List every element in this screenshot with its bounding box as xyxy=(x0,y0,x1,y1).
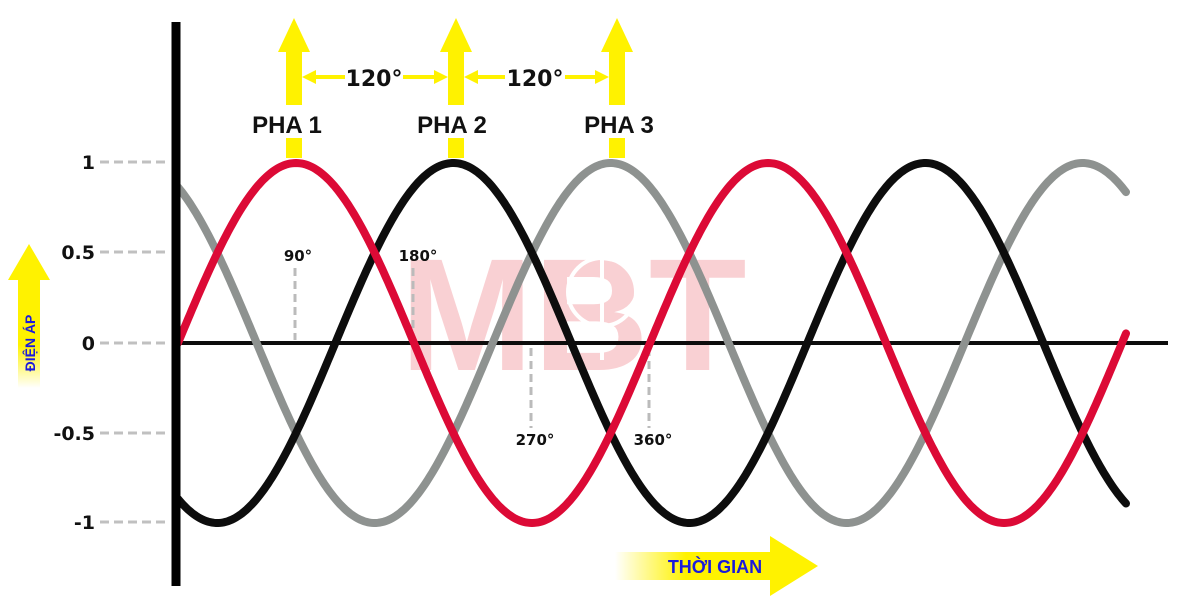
phase-3-arrow xyxy=(601,18,633,158)
phase-1-curve xyxy=(174,158,1130,528)
phase-arrows: 120° 120° PHA 1 PHA 2 PHA 3 xyxy=(252,18,654,158)
watermark: MBT xyxy=(400,225,747,404)
left-arrow-icon xyxy=(464,70,478,84)
ytick-label: 0.5 xyxy=(61,242,95,264)
separation-arrow-1: 120° xyxy=(302,67,448,92)
up-arrow-icon xyxy=(278,18,310,105)
phase-2-curve xyxy=(174,159,1130,527)
up-arrow-icon xyxy=(601,18,633,105)
left-arrow-icon xyxy=(302,70,316,84)
phase-2-arrow xyxy=(440,18,472,158)
ytick-label: -1 xyxy=(74,512,95,534)
x-axis-title-arrow: THỜI GIAN xyxy=(615,536,818,596)
angle-label-360: 360° xyxy=(634,431,673,449)
x-axis-title: THỜI GIAN xyxy=(668,556,762,577)
phase-1-label: PHA 1 xyxy=(252,112,322,139)
up-arrow-icon xyxy=(8,244,50,388)
separation-label: 120° xyxy=(507,67,564,92)
separation-label: 120° xyxy=(346,67,403,92)
phase-1-arrow xyxy=(278,18,310,158)
ytick-label: -0.5 xyxy=(53,423,95,445)
angle-markers: 90° 180° 270° 360° xyxy=(284,247,673,449)
angle-label-180: 180° xyxy=(399,247,438,265)
right-arrow-icon xyxy=(595,70,609,84)
up-arrow-icon xyxy=(440,18,472,105)
y-axis-title: ĐIỆN ÁP xyxy=(21,315,38,372)
ytick-label: 0 xyxy=(82,333,95,355)
angle-label-90: 90° xyxy=(284,247,312,265)
separation-arrow-2: 120° xyxy=(464,67,609,92)
ytick-label: 1 xyxy=(82,152,95,174)
right-arrow-icon xyxy=(615,536,818,596)
right-arrow-icon xyxy=(434,70,448,84)
angle-label-270: 270° xyxy=(516,431,555,449)
phase-3-curve xyxy=(174,159,1130,527)
watermark-text: MBT xyxy=(400,225,747,404)
phase-2-label: PHA 2 xyxy=(417,112,487,139)
phase-3-label: PHA 3 xyxy=(584,112,654,139)
y-axis-ticks: 1 0.5 0 -0.5 -1 xyxy=(53,152,168,534)
y-axis-title-arrow: ĐIỆN ÁP xyxy=(8,244,50,388)
